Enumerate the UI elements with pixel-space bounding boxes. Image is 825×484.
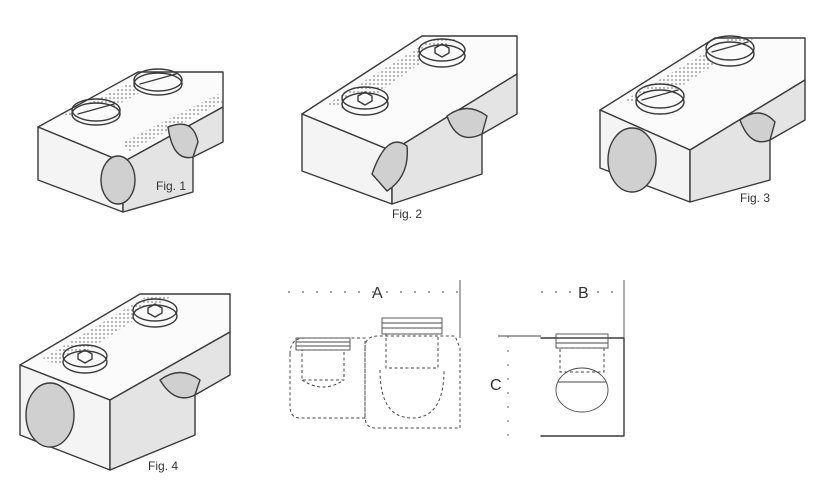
figure-1: Fig. 1 bbox=[37, 68, 224, 213]
screw-thread bbox=[301, 349, 345, 381]
knurl-pattern bbox=[123, 94, 223, 152]
figure-caption: Fig. 4 bbox=[148, 459, 178, 473]
slotted-screw-icon bbox=[71, 98, 121, 126]
conductor-hole bbox=[371, 141, 409, 192]
slotted-screw-icon bbox=[705, 35, 755, 67]
dimension-front-view: A bbox=[288, 280, 461, 429]
conductor-hole bbox=[159, 371, 201, 399]
conductor-hole bbox=[100, 155, 136, 205]
figure-caption: Fig. 1 bbox=[156, 179, 186, 193]
screw-head bbox=[381, 317, 443, 335]
figure-3: Fig. 3 bbox=[599, 35, 806, 205]
connector-outline bbox=[540, 337, 625, 437]
connector-outline bbox=[289, 337, 366, 419]
hex-socket-screw-icon bbox=[341, 86, 389, 116]
slotted-screw-icon bbox=[133, 68, 183, 96]
figure-2: Fig. 2 bbox=[301, 35, 518, 221]
hex-socket-screw-icon bbox=[418, 38, 466, 68]
conductor-hole bbox=[739, 112, 776, 143]
connector-outline bbox=[364, 335, 461, 429]
conductor-hole-outline bbox=[379, 369, 445, 419]
screw-thread bbox=[559, 347, 605, 373]
slotted-screw-icon bbox=[635, 83, 685, 115]
hex-socket-screw-icon bbox=[62, 344, 108, 374]
conductor-hole bbox=[167, 123, 199, 159]
figure-4: Fig. 4 bbox=[19, 293, 231, 473]
dimension-label-a: A bbox=[372, 285, 383, 302]
screw-head bbox=[555, 333, 609, 349]
screw-thread bbox=[385, 333, 439, 369]
dimension-side-view: B C bbox=[490, 280, 625, 437]
figure-caption: Fig. 2 bbox=[392, 207, 422, 221]
conductor-hole bbox=[446, 107, 488, 139]
dimension-label-b: B bbox=[578, 285, 589, 302]
figure-caption: Fig. 3 bbox=[740, 191, 770, 205]
conductor-hole bbox=[25, 382, 75, 448]
conductor-hole bbox=[607, 127, 657, 193]
hex-socket-screw-icon bbox=[132, 298, 178, 328]
conductor-hole-outline bbox=[555, 367, 609, 413]
dimension-label-c: C bbox=[490, 377, 502, 394]
screw-head bbox=[295, 337, 351, 351]
